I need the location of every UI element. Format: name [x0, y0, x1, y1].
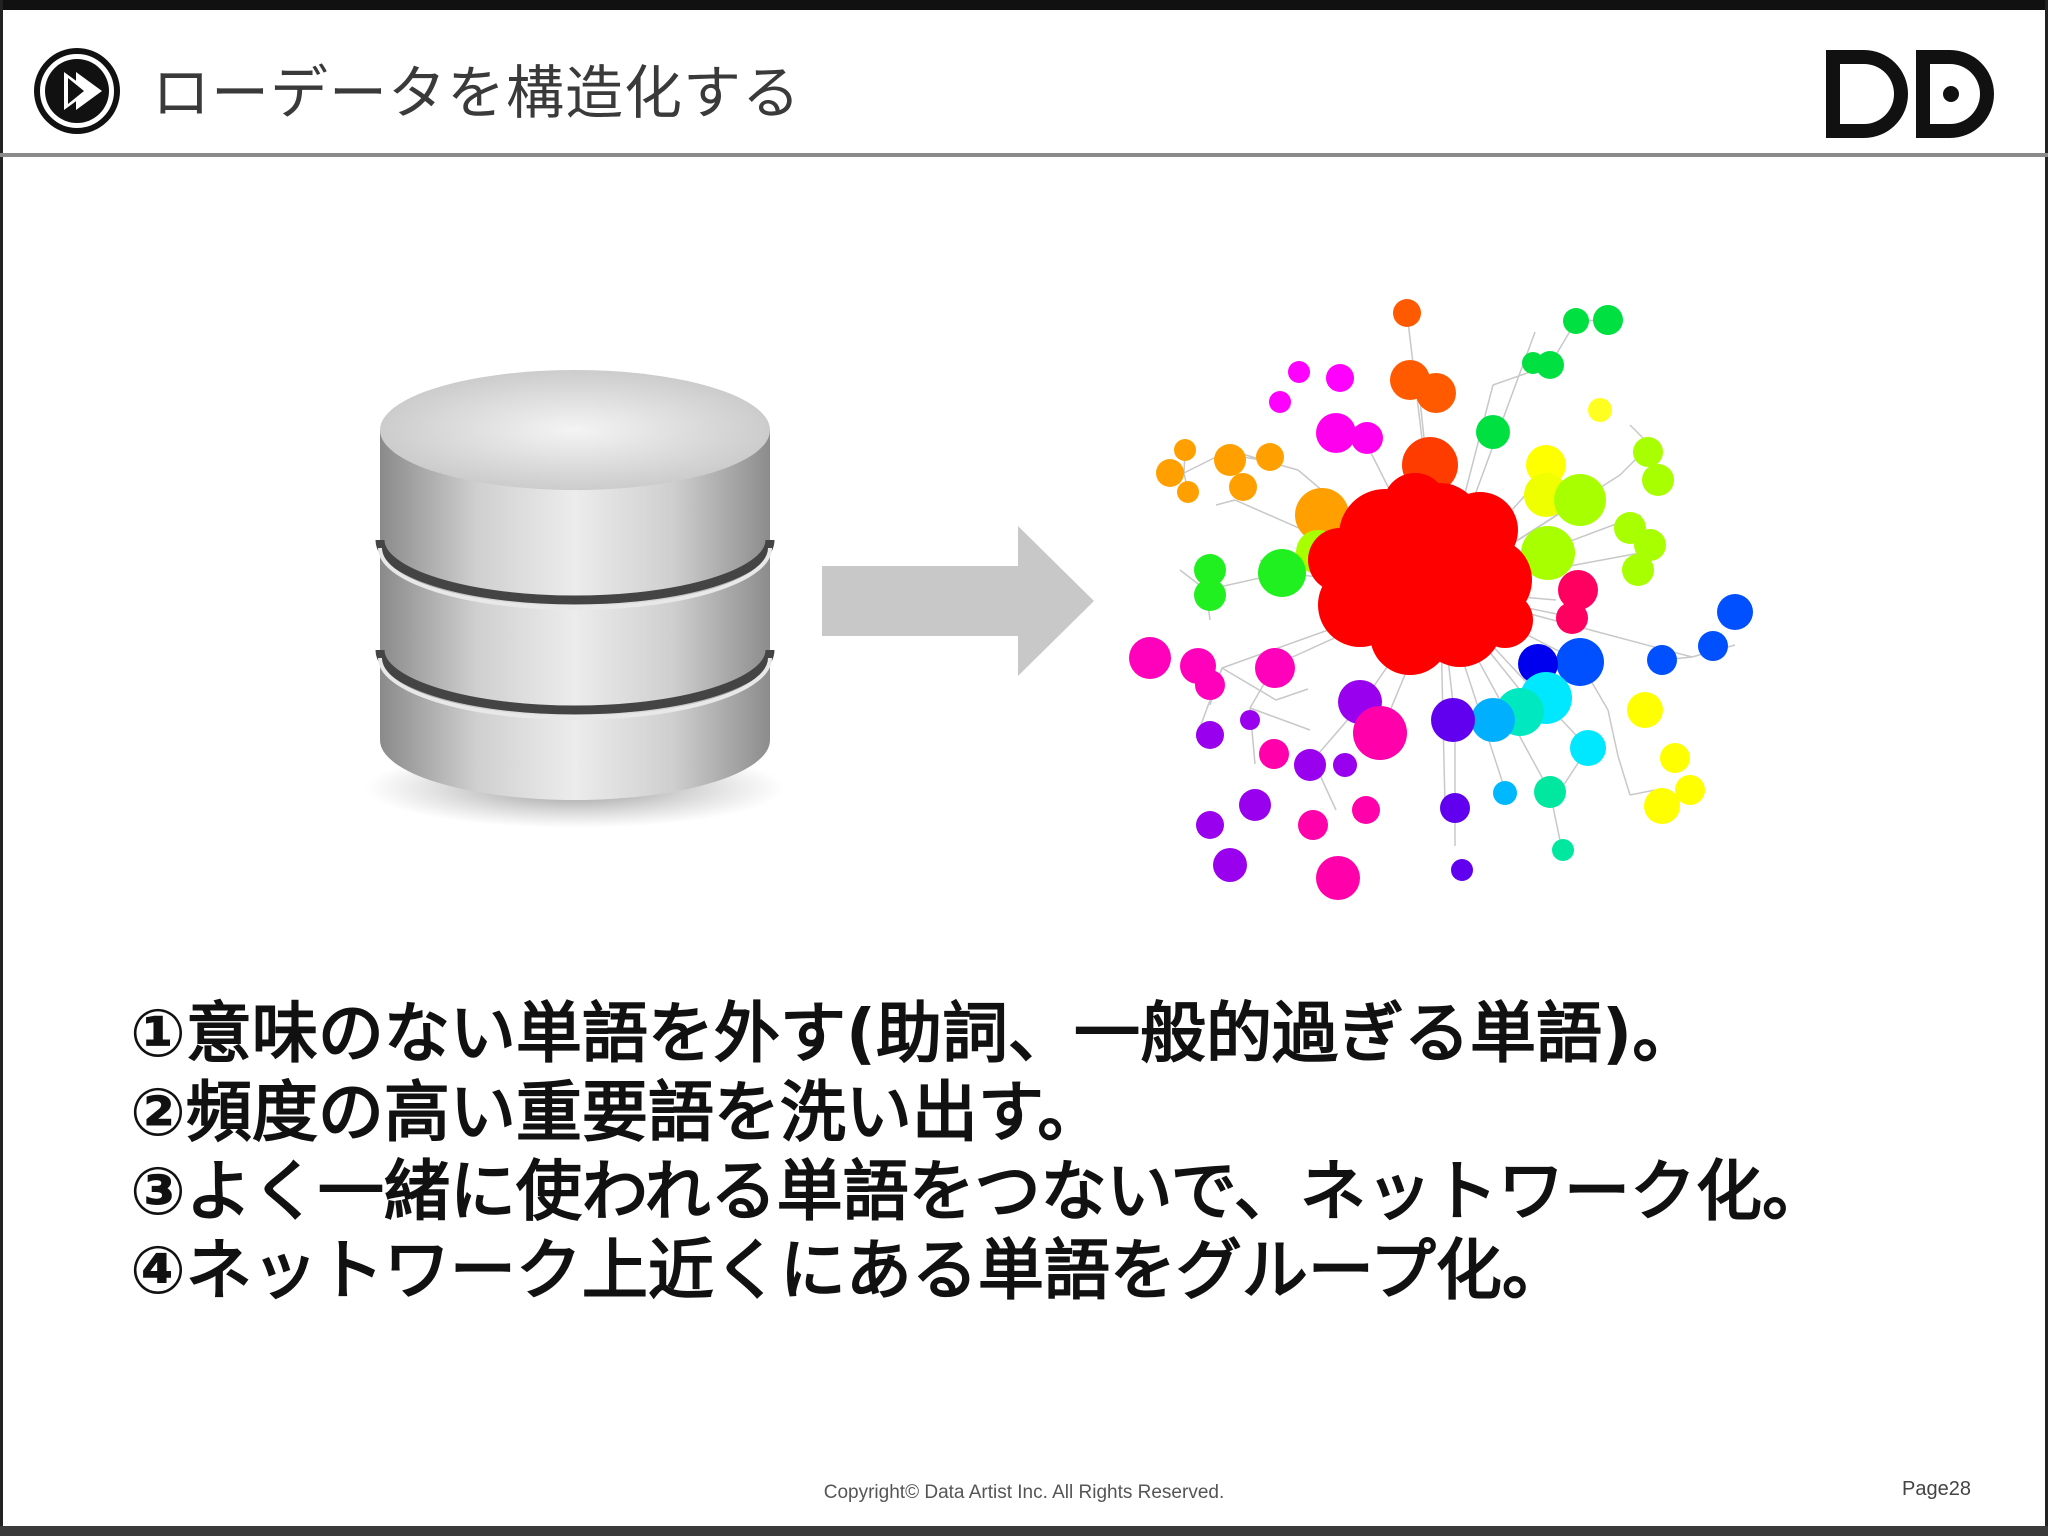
- right-arrow-icon: [822, 526, 1094, 676]
- step-4: ④ネットワーク上近くにある単語をグループ化。: [130, 1232, 1568, 1309]
- network-graph-icon: [1129, 299, 1753, 900]
- right-border: [2045, 0, 2048, 1536]
- slide-header: ローデータを構造化する: [0, 10, 2048, 154]
- page-number: Page28: [1902, 1478, 1971, 1500]
- slide-title: ローデータを構造化する: [152, 59, 802, 127]
- play-circle-icon: [34, 48, 120, 134]
- left-border: [0, 0, 3, 1536]
- top-border: [0, 0, 2048, 10]
- steps-list: ①意味のない単語を外す(助詞、一般的過ぎる単語)。 ②頻度の高い重要語を洗い出す…: [130, 994, 1828, 1310]
- header-divider: [0, 153, 2048, 157]
- bottom-border: [0, 1526, 2048, 1536]
- database-icon: [365, 370, 785, 828]
- step-2: ②頻度の高い重要語を洗い出す。: [130, 1074, 1104, 1151]
- copyright-text: Copyright© Data Artist Inc. All Rights R…: [823, 1482, 1225, 1503]
- step-3: ③よく一緒に使われる単語をつないで、ネットワーク化。: [130, 1153, 1828, 1230]
- central-cluster: [1308, 473, 1533, 675]
- company-logo: [1826, 50, 1994, 138]
- step-1: ①意味のない単語を外す(助詞、一般的過ぎる単語)。: [130, 995, 1699, 1072]
